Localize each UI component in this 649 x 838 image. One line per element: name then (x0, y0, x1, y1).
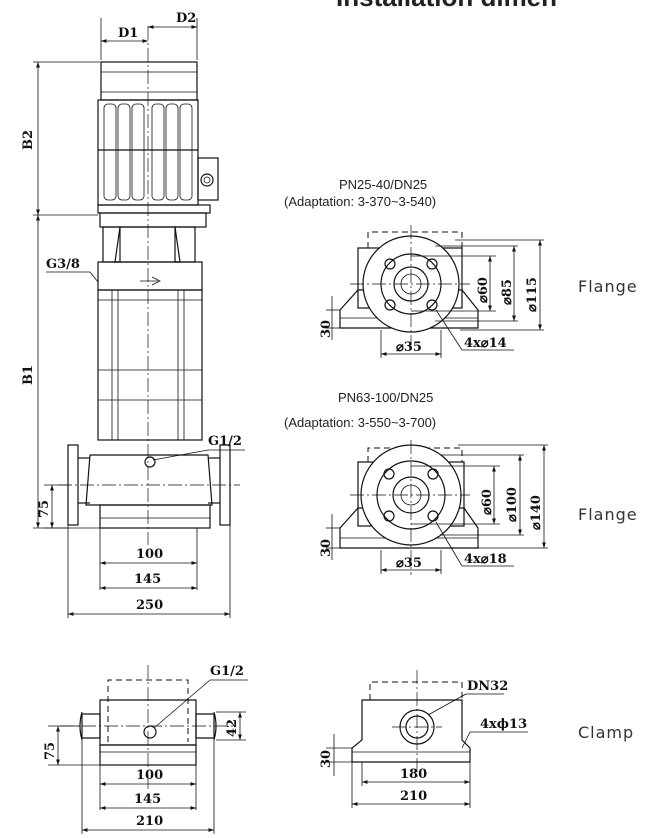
dim-d2: D2 (176, 11, 196, 26)
dim-145: 145 (134, 572, 161, 587)
label-g3-8: G3/8 (46, 257, 80, 272)
flange-top-dim-85: ⌀85 (500, 279, 515, 305)
flange-bottom-view: PN63-100/DN25 (Adaptation: 3-550~3-700) … (284, 390, 638, 575)
clamp-front-dim-75: 75 (43, 742, 58, 760)
clamp-side-view: DN32 4xϕ13 30 180 210 Clamp (319, 670, 634, 808)
clamp-side-dim-180: 180 (400, 767, 427, 782)
flange-top-holes: 4x⌀14 (464, 336, 507, 351)
dim-b2: B2 (21, 130, 36, 150)
flange-bottom-holes: 4x⌀18 (464, 552, 507, 567)
flange-bottom-dim-60: ⌀60 (480, 489, 495, 515)
flange-top-dim-60: ⌀60 (476, 277, 491, 303)
flange-bottom-dim-35: ⌀35 (396, 556, 422, 571)
dim-100: 100 (136, 547, 163, 562)
flange-top-dim-35: ⌀35 (396, 340, 422, 355)
flange-bottom-type-label: Flange (578, 505, 638, 524)
clamp-side-holes: 4xϕ13 (480, 717, 527, 732)
flange-top-model: PN25-40/DN25 (339, 177, 427, 192)
flange-bottom-dim-140: ⌀140 (529, 495, 544, 530)
flange-top-dim-30: 30 (319, 320, 334, 338)
clamp-front-label-g1-2: G1/2 (210, 664, 244, 679)
flange-bottom-dim-100: ⌀100 (505, 487, 520, 522)
dim-d1: D1 (118, 26, 138, 41)
clamp-side-dim-30: 30 (319, 750, 334, 768)
flange-bottom-dim-30: 30 (319, 539, 334, 557)
clamp-side-dim-210: 210 (400, 789, 427, 804)
pump-front-view: D1 D2 B2 B1 G3/8 G1/2 75 100 145 250 (21, 11, 245, 618)
flange-top-dim-115: ⌀115 (525, 277, 540, 312)
clamp-front-dim-42: 42 (225, 719, 240, 737)
dim-250: 250 (136, 598, 163, 613)
flange-top-view: PN25-40/DN25 (Adaptation: 3-370~3-540) ⌀… (284, 177, 638, 358)
flange-top-type-label: Flange (578, 277, 638, 296)
clamp-front-view: G1/2 75 42 100 145 210 (43, 664, 248, 834)
dim-75: 75 (37, 500, 52, 518)
flange-top-adaptation: (Adaptation: 3-370~3-540) (284, 194, 436, 209)
clamp-front-dim-145: 145 (134, 792, 161, 807)
page-title: Installation dimen (336, 0, 557, 12)
label-g1-2: G1/2 (208, 434, 242, 449)
clamp-side-label-dn32: DN32 (467, 679, 508, 694)
clamp-front-dim-100: 100 (136, 768, 163, 783)
flange-bottom-model: PN63-100/DN25 (338, 390, 433, 405)
clamp-front-dim-210: 210 (136, 814, 163, 829)
motor-cooling-fins (98, 103, 198, 201)
clamp-type-label: Clamp (578, 723, 634, 742)
dim-b1: B1 (21, 365, 36, 385)
flange-bottom-adaptation: (Adaptation: 3-550~3-700) (284, 415, 436, 430)
